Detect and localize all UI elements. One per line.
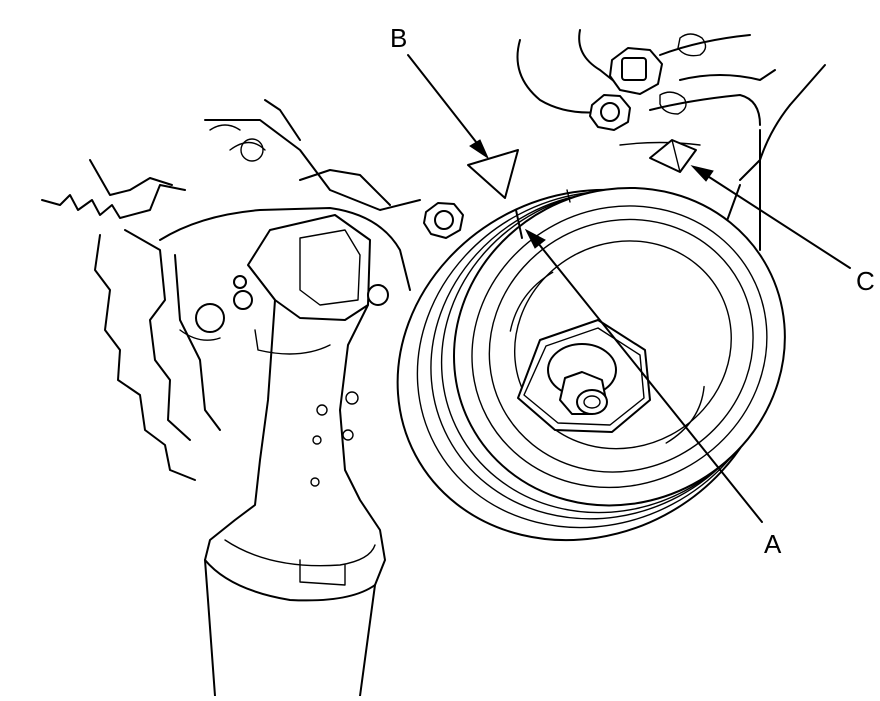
timing-pointer-c [649, 139, 697, 173]
leader-line-a [524, 228, 763, 523]
label-a: A [764, 529, 782, 559]
engine-block-left [41, 99, 421, 481]
label-c: C [856, 266, 875, 296]
pulley-timing-mark [515, 189, 571, 239]
pulley-holder-tool [179, 214, 389, 697]
center-nut [517, 319, 651, 433]
leader-line-b [407, 54, 490, 160]
timing-pointer-b [467, 149, 519, 199]
bolt-mid [423, 202, 464, 239]
bolt-upper-2 [589, 94, 631, 131]
label-b: B [390, 23, 407, 53]
leader-line-c [690, 165, 851, 269]
bolt-upper-1 [609, 47, 663, 95]
